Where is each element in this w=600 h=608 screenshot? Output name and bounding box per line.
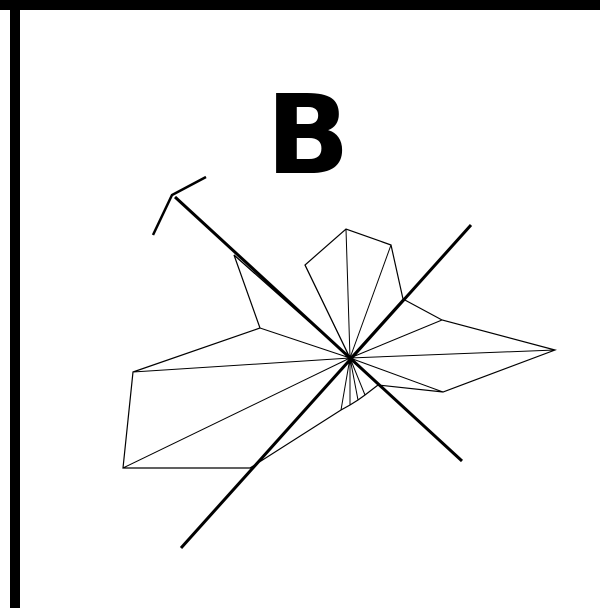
frame-top-border — [0, 0, 600, 10]
axis-ne-sw — [179, 223, 473, 550]
spoke — [349, 319, 443, 359]
frame-left-border — [10, 0, 20, 608]
spoke — [349, 357, 444, 393]
spoke — [304, 264, 351, 359]
spoke — [349, 357, 366, 396]
spoke — [349, 349, 556, 359]
north-arrow-head — [151, 175, 207, 236]
spoke — [132, 357, 351, 373]
spoke — [345, 228, 351, 359]
spoke — [259, 327, 351, 359]
spoke — [349, 357, 359, 401]
north-arrow-icon — [151, 175, 207, 236]
principal-axes — [173, 195, 473, 550]
spoke — [349, 244, 392, 359]
spoke — [340, 357, 351, 411]
axis-nw-se — [173, 195, 464, 463]
panel-label: B — [266, 71, 350, 199]
spoke — [122, 357, 351, 469]
